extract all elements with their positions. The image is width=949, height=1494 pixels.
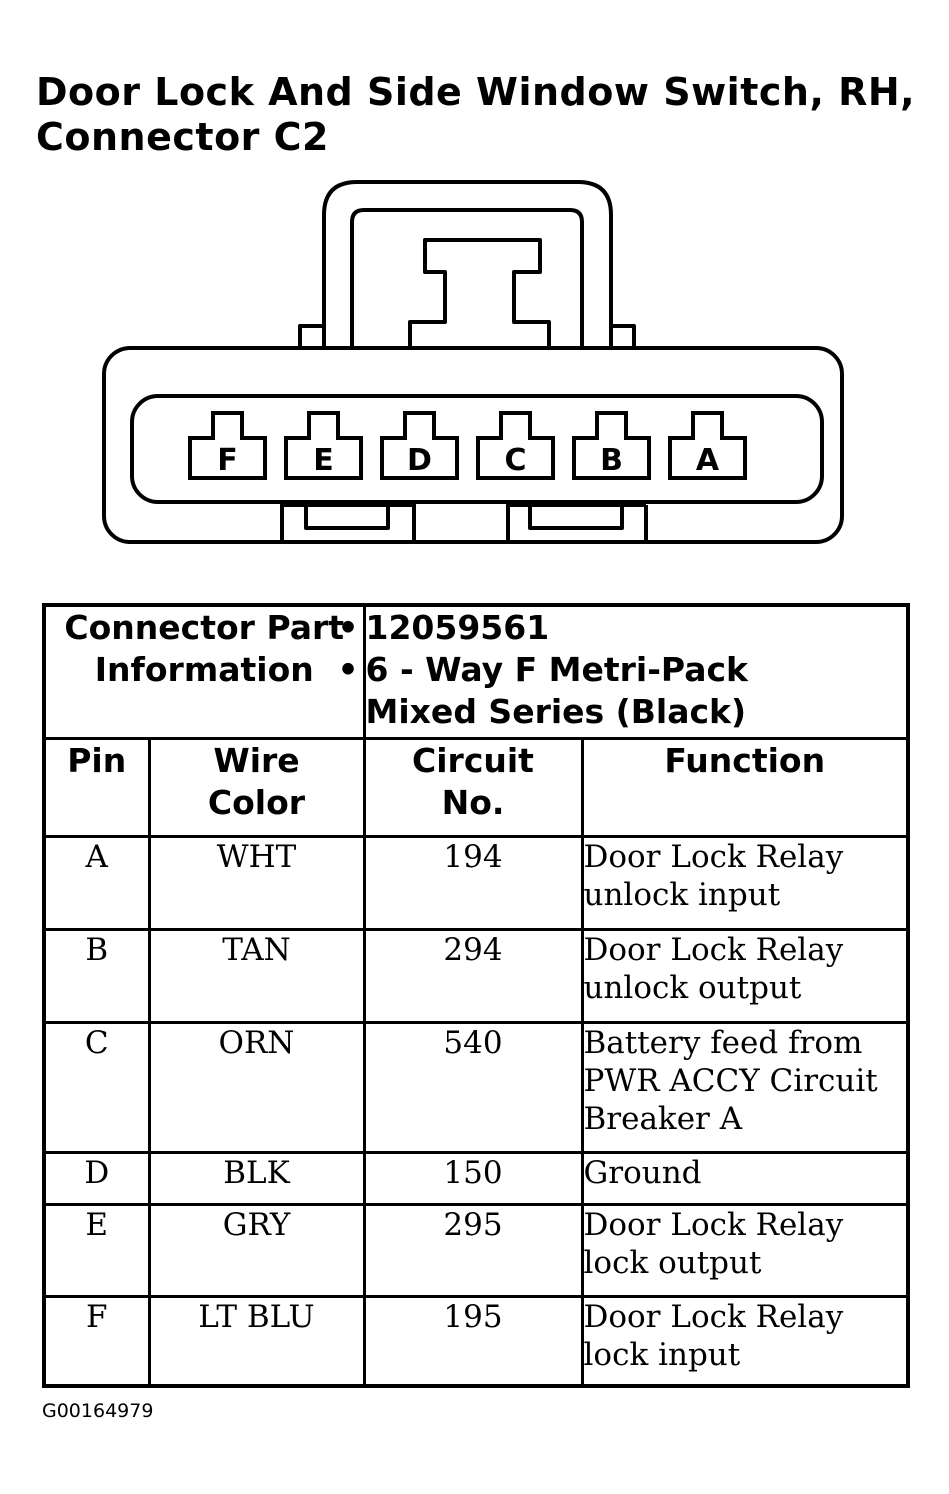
function-line: unlock input bbox=[583, 876, 781, 913]
title-line-1: Door Lock And Side Window Switch, RH, bbox=[36, 70, 916, 114]
pin-cavity-a: A bbox=[668, 411, 747, 480]
bottom-key-right-inner bbox=[528, 505, 624, 530]
part-info-row: Connector Part Information •12059561 •6 … bbox=[42, 603, 910, 740]
bottom-key-right bbox=[506, 503, 646, 542]
pin-label-b: B bbox=[600, 443, 623, 478]
pin-cavity-f: F bbox=[188, 411, 267, 480]
pin-cell: A bbox=[42, 834, 151, 931]
latch-inner bbox=[350, 208, 584, 348]
wire-color-cell: GRY bbox=[147, 1202, 366, 1298]
col-header-circuit-text-2: No. bbox=[441, 782, 505, 822]
left-tab bbox=[298, 324, 324, 350]
circuit-cell: 194 bbox=[362, 834, 584, 931]
pin-cell: B bbox=[42, 927, 151, 1024]
latch-housing bbox=[322, 180, 613, 348]
function-line: Door Lock Relay bbox=[583, 1298, 844, 1335]
connector-outer-body bbox=[102, 346, 844, 544]
latch-i-beam bbox=[408, 238, 551, 348]
circuit-cell: 294 bbox=[362, 927, 584, 1024]
col-header-pin: Pin bbox=[42, 736, 151, 838]
circuit-cell: 540 bbox=[362, 1020, 584, 1154]
connector-inner-cavity bbox=[130, 394, 824, 504]
figure-id: G00164979 bbox=[42, 1400, 154, 1422]
function-line: Breaker A bbox=[583, 1100, 743, 1137]
function-line: PWR ACCY Circuit bbox=[583, 1062, 878, 1099]
pin-cavity-b: B bbox=[572, 411, 651, 480]
pin-cavity-d: D bbox=[380, 411, 459, 480]
wire-color-cell: ORN bbox=[147, 1020, 366, 1154]
bottom-key-left bbox=[280, 503, 416, 542]
part-info-label-line-1: Connector Part bbox=[64, 608, 345, 647]
pin-cell: F bbox=[42, 1294, 151, 1388]
wire-color-cell: TAN bbox=[147, 927, 366, 1024]
part-info-label-line-2: Information bbox=[94, 650, 314, 689]
pin-label-f: F bbox=[217, 443, 238, 478]
pin-cavity-e: E bbox=[284, 411, 363, 480]
title-line-2: Connector C2 bbox=[36, 115, 329, 159]
bottom-key-left-inner bbox=[304, 505, 390, 530]
pin-cell: D bbox=[42, 1150, 151, 1206]
col-header-function: Function bbox=[580, 736, 910, 838]
col-header-function-text: Function bbox=[664, 740, 826, 780]
wire-color-cell: BLK bbox=[147, 1150, 366, 1206]
bullet-2: • bbox=[337, 650, 359, 689]
pin-label-c: C bbox=[504, 443, 526, 478]
function-line: Door Lock Relay bbox=[583, 838, 844, 875]
pin-cavity-c: C bbox=[476, 411, 555, 480]
function-line: lock output bbox=[583, 1244, 762, 1281]
col-header-wire-text-1: Wire bbox=[213, 740, 300, 780]
function-line: Door Lock Relay bbox=[583, 1206, 844, 1243]
circuit-cell: 195 bbox=[362, 1294, 584, 1388]
function-line: unlock output bbox=[583, 969, 802, 1006]
col-header-wire-text-2: Color bbox=[207, 782, 306, 822]
connector-info-table: Connector Part Information •12059561 •6 … bbox=[42, 603, 910, 1388]
wire-color-cell: WHT bbox=[147, 834, 366, 931]
function-line: Door Lock Relay bbox=[583, 931, 844, 968]
circuit-cell: 150 bbox=[362, 1150, 584, 1206]
col-header-wire-color: Wire Color bbox=[147, 736, 366, 838]
diagram-title: Door Lock And Side Window Switch, RH, Co… bbox=[36, 70, 916, 160]
col-header-pin-text: Pin bbox=[67, 740, 127, 780]
function-line: Ground bbox=[583, 1154, 702, 1191]
part-info-details: •12059561 •6 - Way F Metri-Pack Mixed Se… bbox=[338, 603, 910, 740]
function-line: Battery feed from bbox=[583, 1024, 863, 1061]
right-tab bbox=[611, 324, 636, 350]
part-number: 12059561 bbox=[365, 608, 550, 647]
col-header-circuit-text-1: Circuit bbox=[412, 740, 534, 780]
function-line: lock input bbox=[583, 1336, 741, 1373]
part-info-label: Connector Part Information bbox=[42, 603, 366, 740]
circuit-cell: 295 bbox=[362, 1202, 584, 1298]
pin-cell: E bbox=[42, 1202, 151, 1298]
function-cell: Ground bbox=[580, 1150, 910, 1206]
part-description-line-1: 6 - Way F Metri-Pack bbox=[365, 650, 749, 689]
bullet-1: • bbox=[337, 608, 359, 647]
wire-color-cell: LT BLU bbox=[147, 1294, 366, 1388]
col-header-circuit: Circuit No. bbox=[362, 736, 584, 838]
pin-label-e: E bbox=[313, 443, 334, 478]
pin-label-d: D bbox=[407, 443, 432, 478]
part-description-line-2: Mixed Series (Black) bbox=[365, 692, 747, 731]
column-header-row: Pin Wire Color Circuit No. Function bbox=[42, 736, 910, 838]
pin-cell: C bbox=[42, 1020, 151, 1154]
pin-label-a: A bbox=[696, 443, 720, 478]
